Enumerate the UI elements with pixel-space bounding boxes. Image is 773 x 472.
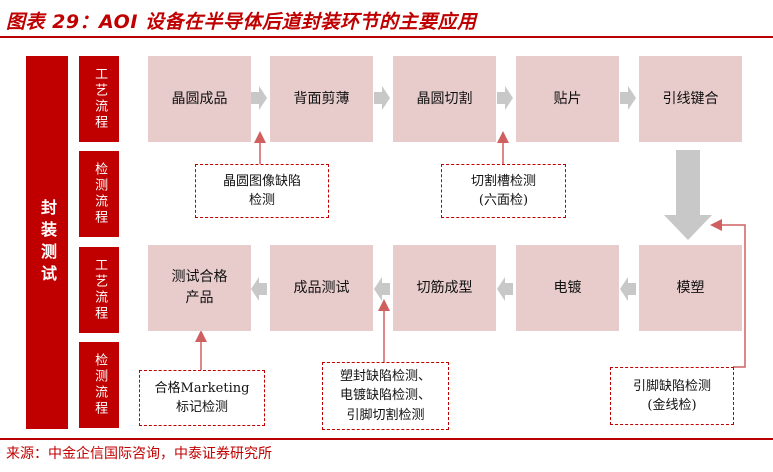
- step-back-thinning: 背面剪薄: [270, 56, 373, 142]
- step-qualified-product: 测试合格产品: [148, 245, 251, 331]
- arrow-down: [664, 150, 712, 240]
- category-inspection-2: 检测流程: [79, 342, 119, 428]
- arrow-left-1: [620, 277, 636, 301]
- step-wire-bonding: 引线键合: [639, 56, 742, 142]
- inspection-cut-groove: 切割槽检测 (六面检): [441, 164, 566, 218]
- figure-title: 图表 29：AOI 设备在半导体后道封装环节的主要应用: [6, 11, 477, 33]
- category-process-1: 工艺流程: [79, 56, 119, 142]
- link-lead-defect: [710, 219, 746, 368]
- step-final-test: 成品测试: [270, 245, 373, 331]
- source-note: 来源：中金企信国际咨询，中泰证券研究所: [6, 446, 272, 462]
- step-trim-form: 切筋成型: [393, 245, 496, 331]
- step-molding: 模塑: [639, 245, 742, 331]
- arrow-right-4: [620, 86, 636, 110]
- inspection-marking: 合格Marketing 标记检测: [139, 370, 265, 426]
- inspection-wafer-image: 晶圆图像缺陷 检测: [195, 164, 329, 218]
- category-process-2: 工艺流程: [79, 247, 119, 333]
- side-label-packaging-test: 封装测试: [26, 56, 68, 429]
- arrow-left-2: [497, 277, 513, 301]
- arrow-right-1: [251, 86, 267, 110]
- inspection-package-defects: 塑封缺陷检测、 电镀缺陷检测、 引脚切割检测: [322, 362, 449, 430]
- step-wafer-dicing: 晶圆切割: [393, 56, 496, 142]
- inspection-lead-defect: 引脚缺陷检测 (金线检): [610, 367, 734, 425]
- source-rule: [0, 438, 773, 440]
- arrow-left-4: [251, 277, 267, 301]
- step-plating: 电镀: [516, 245, 619, 331]
- arrow-left-3: [374, 277, 390, 301]
- arrow-right-2: [374, 86, 390, 110]
- step-wafer-finished: 晶圆成品: [148, 56, 251, 142]
- step-die-attach: 贴片: [516, 56, 619, 142]
- category-inspection-1: 检测流程: [79, 151, 119, 237]
- title-rule: [0, 36, 773, 38]
- arrow-right-3: [497, 86, 513, 110]
